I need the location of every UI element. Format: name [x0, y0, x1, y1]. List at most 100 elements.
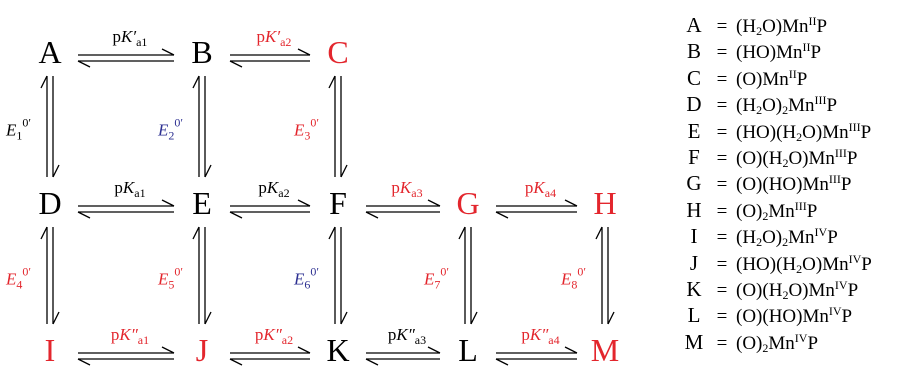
species-node-a: A	[38, 34, 61, 70]
legend-equals: =	[716, 16, 728, 37]
equilibrium-arrow-b-e	[192, 75, 212, 178]
species-node-k: K	[326, 332, 349, 368]
equilibrium-arrow-h-m	[595, 226, 615, 325]
potential-label-e3: E30′	[293, 116, 319, 143]
species-node-d: D	[38, 185, 61, 221]
equilibrium-arrow-i-j	[77, 346, 175, 366]
species-node-f: F	[329, 185, 347, 221]
pk-label-a2pp: pK″a2	[255, 325, 293, 347]
species-node-i: I	[45, 332, 56, 368]
legend-formula: (HO)(H2O)MnIVP	[736, 251, 872, 276]
species-node-b: B	[191, 34, 212, 70]
reaction-scheme: A B C D E F G H I J K L MpK′a1 pK′a2 pKa1 pKa2 pKa3 pKa4 p…	[5, 27, 619, 368]
pk-label-a3: pKa3	[391, 178, 422, 200]
legend-key: E	[687, 118, 701, 143]
equilibrium-arrow-e-j	[192, 226, 212, 325]
species-node-h: H	[593, 185, 616, 221]
legend-row-i: I = (H2O)2MnIVP	[680, 219, 916, 250]
species-node-c: C	[327, 34, 348, 70]
species-node-g: G	[456, 185, 479, 221]
legend-formula: (O)2MnIIIP	[736, 198, 818, 223]
equilibrium-arrow-g-h	[495, 199, 578, 219]
pk-label-a1: pKa1	[114, 178, 145, 200]
legend-row-j: J = (HO)(H2O)MnIVP	[680, 246, 916, 276]
legend-formula: (O)(H2O)MnIIIP	[736, 145, 858, 170]
equilibrium-arrow-a-d	[40, 75, 60, 178]
legend-equals: =	[716, 174, 728, 196]
legend-row-e: E = (HO)(H2O)MnIIIP	[680, 114, 916, 144]
legend-row-a: A = (H2O)MnIIP	[680, 8, 916, 38]
species-node-j: J	[196, 332, 208, 368]
legend-row-h: H = (O)2MnIIIP	[680, 193, 916, 223]
potential-label-e2: E20′	[157, 116, 183, 143]
equilibrium-arrow-b-c	[229, 48, 311, 68]
legend-key: C	[686, 65, 701, 90]
equilibrium-arrow-f-g	[365, 199, 441, 219]
species-node-l: L	[458, 332, 478, 368]
legend-equals: =	[716, 306, 728, 328]
legend-row-l: L=(O)(HO)MnIVP	[680, 298, 916, 327]
legend-key: G	[686, 171, 702, 196]
legend-key: H	[686, 197, 702, 222]
legend-key: I	[690, 224, 698, 249]
pk-label-a2p: pK′a2	[257, 27, 292, 49]
species-node-e: E	[192, 185, 212, 221]
legend-equals: =	[716, 121, 728, 143]
legend-row-f: F=(O)(H2O)MnIIIP	[680, 140, 916, 170]
legend-equals: =	[716, 227, 728, 249]
potential-label-e1: E10′	[5, 116, 31, 143]
potential-label-e5: E50′	[157, 265, 183, 292]
equilibrium-arrow-d-e	[77, 199, 175, 219]
legend-formula: (O)2MnIVP	[736, 330, 819, 355]
equilibrium-arrow-e-f	[229, 199, 311, 219]
legend-formula: (O)(HO)MnIIIP	[736, 172, 852, 196]
equilibrium-arrow-c-f	[328, 75, 348, 178]
species-node-m: M	[591, 332, 619, 368]
equilibrium-arrow-f-k	[328, 226, 348, 325]
legend-equals: =	[716, 95, 728, 117]
legend-row-d: D = (H2O)2MnIIIP	[680, 87, 916, 118]
legend-key: M	[684, 329, 704, 354]
legend-equals: =	[716, 42, 728, 64]
legend-row-c: C = (O)MnIIP	[680, 61, 916, 90]
equilibrium-arrow-a-b	[77, 48, 175, 68]
legend-row-m: M = (O)2MnIVP	[680, 325, 916, 355]
legend-row-g: G = (O)(HO)MnIIIP	[680, 166, 916, 196]
equilibrium-arrow-g-l	[458, 226, 478, 325]
legend-formula: (HO)(H2O)MnIIIP	[736, 119, 872, 144]
pk-label-a2: pKa2	[258, 178, 289, 200]
legend-formula: (O)MnIIP	[736, 66, 808, 90]
potential-label-e7: E70′	[423, 265, 449, 292]
legend-key: L	[687, 303, 701, 328]
legend-key: J	[689, 250, 699, 275]
pk-label-a4: pKa4	[525, 178, 556, 200]
legend-row-b: B = (HO)MnIIP	[680, 34, 916, 64]
potential-label-e4: E40′	[5, 265, 31, 292]
legend-formula: (H2O)2MnIIIP	[736, 93, 838, 118]
legend-key: B	[686, 39, 701, 64]
legend-equals: =	[716, 279, 728, 301]
pk-label-a4pp: pK″a4	[521, 325, 559, 347]
legend-formula: (H2O)2MnIVP	[736, 225, 838, 250]
legend-key: D	[686, 92, 702, 117]
potential-label-e8: E80′	[560, 265, 586, 292]
legend-row-k: K=(O)(H2O)MnIVP	[680, 272, 916, 302]
pk-label-a1p: pK′a1	[113, 27, 148, 49]
legend-formula: (H2O)MnIIP	[736, 14, 828, 38]
legend-equals: =	[716, 332, 728, 354]
legend-formula: (HO)MnIIP	[736, 40, 822, 64]
species-legend: A = (H2O)MnIIP B = (HO)MnIIP C = (O)MnIIP D = (H2O)…	[680, 8, 916, 355]
equilibrium-arrow-d-i	[40, 226, 60, 325]
pk-label-a1pp: pK″a1	[111, 325, 149, 347]
legend-formula: (O)(H2O)MnIVP	[736, 277, 859, 302]
equilibrium-arrow-l-m	[495, 346, 578, 366]
potential-label-e6: E60′	[293, 265, 319, 292]
legend-equals: =	[716, 68, 728, 90]
equilibrium-arrow-j-k	[229, 346, 311, 366]
legend-equals: =	[716, 253, 728, 275]
legend-equals: =	[716, 147, 728, 169]
equilibrium-arrow-k-l	[365, 346, 441, 366]
legend-equals: =	[716, 200, 728, 222]
pk-label-a3pp: pK″a3	[388, 325, 426, 347]
legend-key: A	[686, 13, 702, 37]
